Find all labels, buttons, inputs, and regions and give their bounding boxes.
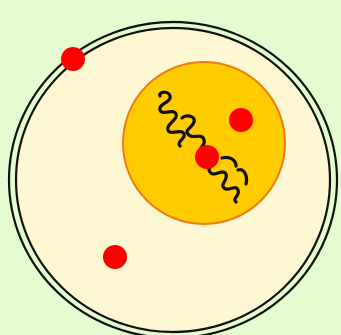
ribosome-dot [195, 145, 219, 169]
ribosome-dot [229, 108, 253, 132]
ribosome-dot [61, 47, 85, 71]
ribosome-dot [103, 245, 127, 269]
